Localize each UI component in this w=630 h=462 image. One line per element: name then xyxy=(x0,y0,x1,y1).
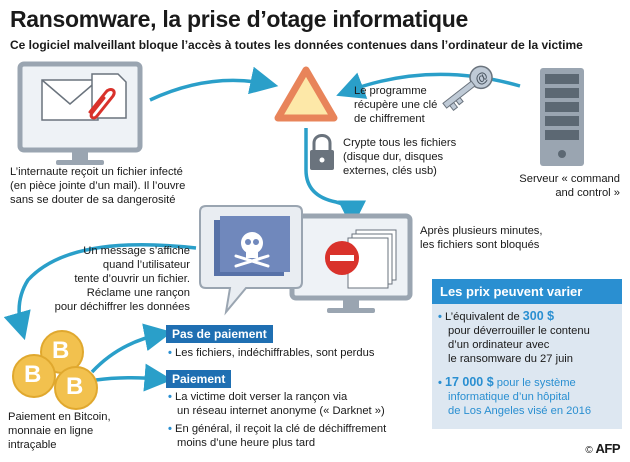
price-item-2: • 17 000 $ pour le système informatique … xyxy=(438,375,592,417)
payment-header: Paiement xyxy=(166,370,232,388)
page-title: Ransomware, la prise d’otage informatiqu… xyxy=(10,6,469,32)
bullet-icon: • xyxy=(438,377,442,389)
blocked-description: Après plusieurs minutes, les fichiers so… xyxy=(420,225,543,251)
no-payment-header: Pas de paiement xyxy=(166,325,273,343)
server-description: Serveur « command and control » xyxy=(519,173,620,199)
stop-icon xyxy=(325,241,359,275)
bitcoin-description: Paiement en Bitcoin, monnaie en ligne in… xyxy=(8,411,111,451)
bullet-icon: • xyxy=(438,311,442,323)
bullet-icon: • xyxy=(168,423,172,435)
bitcoin-symbol-2: B xyxy=(24,361,42,388)
warning-triangle-icon xyxy=(274,66,338,122)
key-icon: @ xyxy=(442,65,493,112)
prices-box: Les prix peuvent varier • L’équivalent d… xyxy=(432,279,622,429)
page-subtitle: Ce logiciel malveillant bloque l’accès à… xyxy=(10,38,583,52)
price-item-1: • L’équivalent de 300 $ pour déverrouill… xyxy=(438,309,590,365)
bitcoin-symbol-3: B xyxy=(66,373,84,400)
envelope-icon xyxy=(41,79,99,121)
payment-item-2: • En général, il reçoit la clé de déchif… xyxy=(168,423,387,449)
paperclip-icon xyxy=(88,87,116,120)
bullet-icon: • xyxy=(168,347,172,359)
bullet-icon: • xyxy=(168,391,172,403)
payment-item-1: • La victime doit verser la rançon via u… xyxy=(168,391,385,417)
bitcoin-icon xyxy=(12,330,98,410)
program-key-description: Le programme récupère une clé de chiffre… xyxy=(354,85,438,125)
server-icon xyxy=(540,68,584,166)
ransom-message-description: Un message s’affiche quand l’utilisateur… xyxy=(54,245,190,313)
encrypt-description: Crypte tous les fichiers (disque dur, di… xyxy=(343,137,457,177)
skull-icon xyxy=(234,232,270,268)
infected-file-icon xyxy=(91,73,127,119)
ransom-bubble xyxy=(199,205,303,316)
victim-description: L’internaute reçoit un fichier infecté (… xyxy=(10,166,186,206)
afp-logo: AFP xyxy=(595,441,621,456)
padlock-icon xyxy=(310,134,334,170)
prices-header: Les prix peuvent varier xyxy=(432,279,622,304)
bitcoin-symbol-1: B xyxy=(52,337,70,364)
credit: © AFP xyxy=(585,441,620,456)
no-payment-item: • Les fichiers, indéchiffrables, sont pe… xyxy=(168,347,375,359)
